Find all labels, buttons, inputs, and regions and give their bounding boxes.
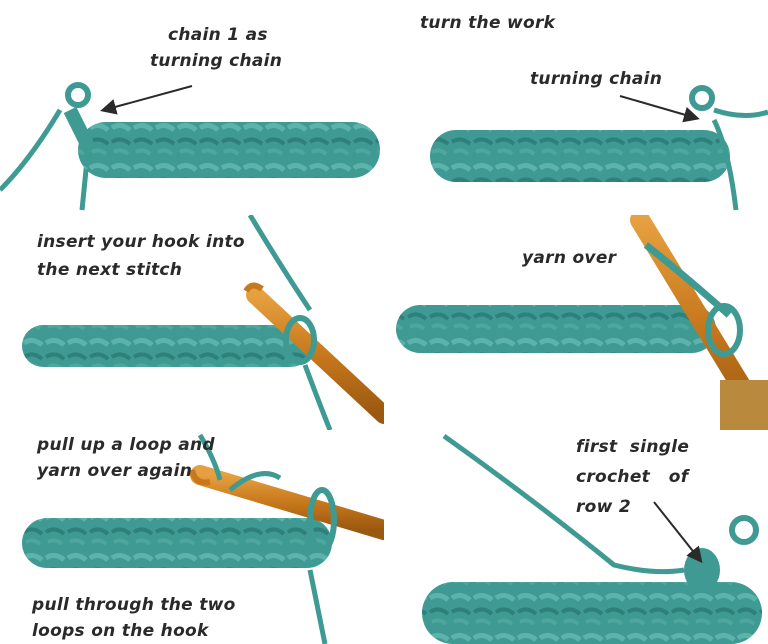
step-6-caption-line-2: crochet of <box>576 467 689 487</box>
step-5-caption-line-1: pull up a loop and <box>37 435 215 455</box>
step-panel-3: insert your hook into the next stitch <box>0 215 384 430</box>
step-panel-2: turn the work turning chain <box>384 0 768 215</box>
step-4-caption: yarn over <box>522 248 617 268</box>
step-panel-5: pull up a loop and yarn over again pull … <box>0 430 384 644</box>
step-5-footer-line-1: pull through the two <box>32 595 236 615</box>
step-3-caption-line-2: the next stitch <box>37 260 183 280</box>
step-panel-6: first single crochet of row 2 <box>384 430 768 644</box>
crochet-swatch-image <box>396 215 768 430</box>
step-2-caption: turn the work <box>420 13 556 33</box>
step-1-caption-line-1: chain 1 as <box>168 25 268 45</box>
arrow-icon <box>619 95 700 123</box>
step-6-caption-line-1: first single <box>576 437 690 457</box>
step-1-caption-line-2: turning chain <box>150 51 283 71</box>
crochet-swatch-image <box>22 215 384 430</box>
arrow-icon <box>100 85 193 115</box>
step-3-caption-line-1: insert your hook into <box>37 232 245 252</box>
crochet-swatch-image <box>422 433 762 644</box>
arrow-icon <box>653 501 703 564</box>
step-2-annotation: turning chain <box>530 69 663 89</box>
crochet-swatch-image <box>22 433 384 644</box>
crochet-swatch-image <box>430 85 768 211</box>
step-panel-4: yarn over <box>384 215 768 430</box>
step-5-footer-line-2: loops on the hook <box>32 621 209 641</box>
step-panel-1: chain 1 as turning chain <box>0 0 384 215</box>
step-6-caption-line-3: row 2 <box>576 497 632 517</box>
step-5-caption-line-2: yarn over again <box>37 461 193 481</box>
crochet-swatch-image <box>0 82 380 211</box>
